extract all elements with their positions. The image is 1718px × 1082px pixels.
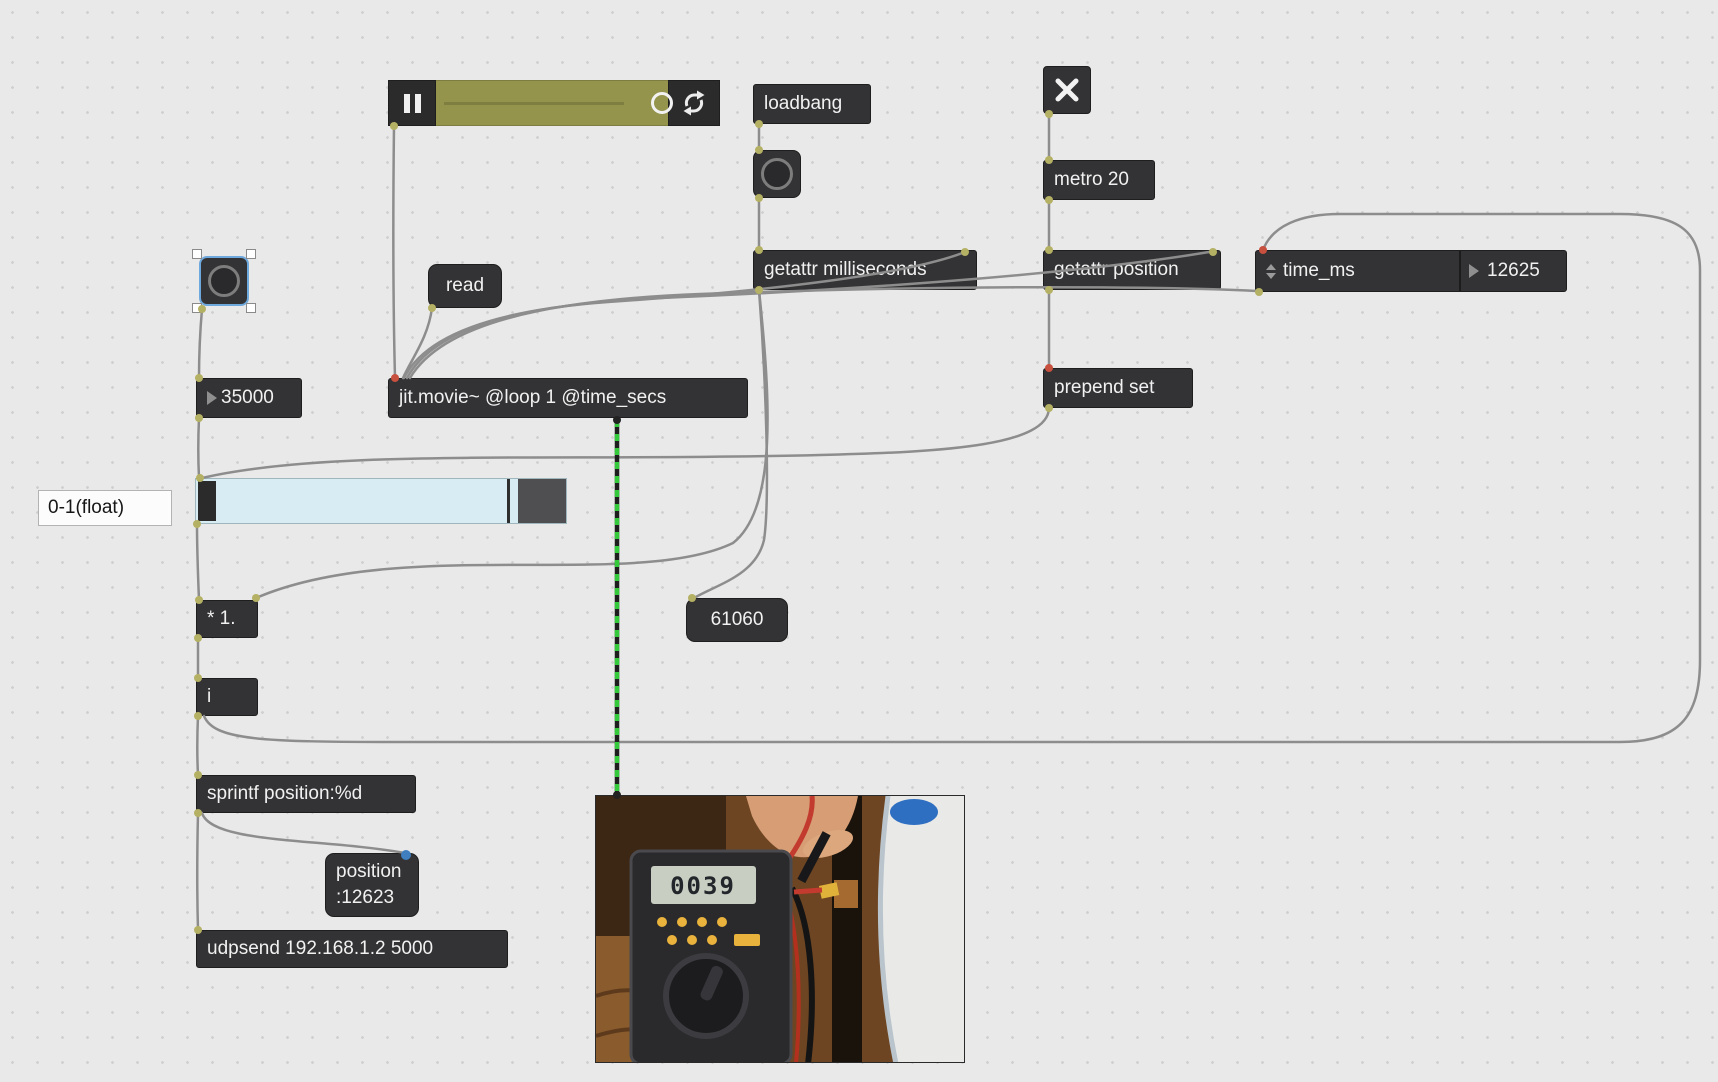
pause-icon: [403, 93, 410, 113]
object-label: udpsend 192.168.1.2 5000: [207, 938, 434, 959]
bang-button-selected[interactable]: [192, 249, 256, 313]
object-getattr-milliseconds[interactable]: getattr milliseconds: [753, 250, 977, 290]
message-read[interactable]: read: [428, 264, 502, 308]
playbar[interactable]: [388, 80, 720, 126]
patch-cord: [692, 288, 769, 600]
attrui-value: 12625: [1487, 260, 1540, 281]
number-triangle-icon: [207, 391, 217, 405]
patch-cord: [195, 522, 201, 602]
patch-cord: [408, 285, 1259, 380]
object-loadbang[interactable]: loadbang: [753, 84, 871, 124]
message-label: read: [445, 275, 485, 296]
object-metro[interactable]: metro 20: [1043, 160, 1155, 200]
patch-cord: [254, 288, 769, 600]
playbar-pause-button[interactable]: [388, 80, 436, 126]
bang-icon: [761, 158, 793, 190]
object-getattr-position[interactable]: getattr position: [1043, 250, 1221, 290]
attrui-value-section[interactable]: 12625: [1459, 260, 1550, 282]
bang-button[interactable]: [753, 150, 801, 198]
message-line: :12623: [336, 887, 395, 908]
message-position[interactable]: position :12623: [325, 853, 419, 917]
comment-0-1-float[interactable]: 0-1(float): [38, 490, 172, 526]
message-61060[interactable]: 61060: [686, 598, 788, 642]
selection-handle[interactable]: [246, 303, 256, 313]
hslider[interactable]: [195, 478, 567, 524]
attrui-time-ms[interactable]: time_ms 12625: [1255, 250, 1567, 292]
loop-icon: [683, 90, 705, 116]
patch-cord: [200, 406, 1051, 480]
number-box-35000[interactable]: 35000: [196, 378, 302, 418]
object-jit-movie[interactable]: jit.movie~ @loop 1 @time_secs: [388, 378, 748, 418]
playbar-loop-button[interactable]: [668, 80, 720, 126]
slider-right-cap[interactable]: [518, 479, 566, 523]
video-preview-pwindow[interactable]: 0039: [595, 795, 965, 1063]
object-label: sprintf position:%d: [207, 783, 363, 804]
selection-handle[interactable]: [192, 249, 202, 259]
attrui-label: time_ms: [1283, 260, 1355, 281]
object-label: getattr milliseconds: [764, 259, 927, 280]
object-int[interactable]: i: [196, 678, 258, 716]
patch-cord: [197, 416, 201, 480]
selection-handle[interactable]: [192, 303, 202, 313]
object-label: metro 20: [1054, 169, 1129, 190]
object-udpsend[interactable]: udpsend 192.168.1.2 5000: [196, 930, 508, 968]
slider-knob[interactable]: [198, 481, 216, 521]
slider-marker: [507, 479, 510, 523]
number-value: 35000: [221, 387, 274, 408]
playbar-track-line: [444, 102, 624, 105]
bang-box[interactable]: [199, 256, 249, 306]
patch-cord: [401, 306, 434, 380]
up-down-icon[interactable]: [1266, 263, 1276, 279]
x-icon: [1055, 78, 1079, 102]
patch-cord: [200, 811, 407, 855]
comment-text: 0-1(float): [48, 497, 125, 518]
pause-icon: [414, 93, 421, 113]
lcd-digits: 0039: [670, 872, 736, 900]
object-label: loadbang: [764, 93, 843, 114]
number-triangle-icon: [1469, 264, 1479, 278]
patch-cord: [196, 714, 200, 777]
selection-handle[interactable]: [246, 249, 256, 259]
object-label: i: [207, 686, 212, 707]
patch-cord: [392, 124, 397, 380]
video-frame-multimeter: 0039: [596, 796, 964, 1062]
object-multiply[interactable]: * 1.: [196, 600, 258, 638]
object-prepend-set[interactable]: prepend set: [1043, 368, 1193, 408]
bang-icon: [208, 265, 240, 297]
patch-cord: [197, 307, 204, 380]
message-label: 61060: [710, 609, 764, 630]
object-label: * 1.: [207, 608, 236, 629]
object-label: getattr position: [1054, 259, 1179, 280]
patch-cord: [196, 811, 200, 932]
playbar-track[interactable]: [436, 80, 673, 126]
object-sprintf[interactable]: sprintf position:%d: [196, 775, 416, 813]
toggle-checkbox[interactable]: [1043, 66, 1091, 114]
object-label: prepend set: [1054, 377, 1155, 398]
attrui-divider: [1459, 251, 1461, 291]
object-label: jit.movie~ @loop 1 @time_secs: [399, 387, 667, 408]
attrui-name-section[interactable]: time_ms: [1256, 260, 1459, 282]
playbar-knob[interactable]: [651, 92, 673, 114]
message-line: position: [336, 861, 402, 883]
